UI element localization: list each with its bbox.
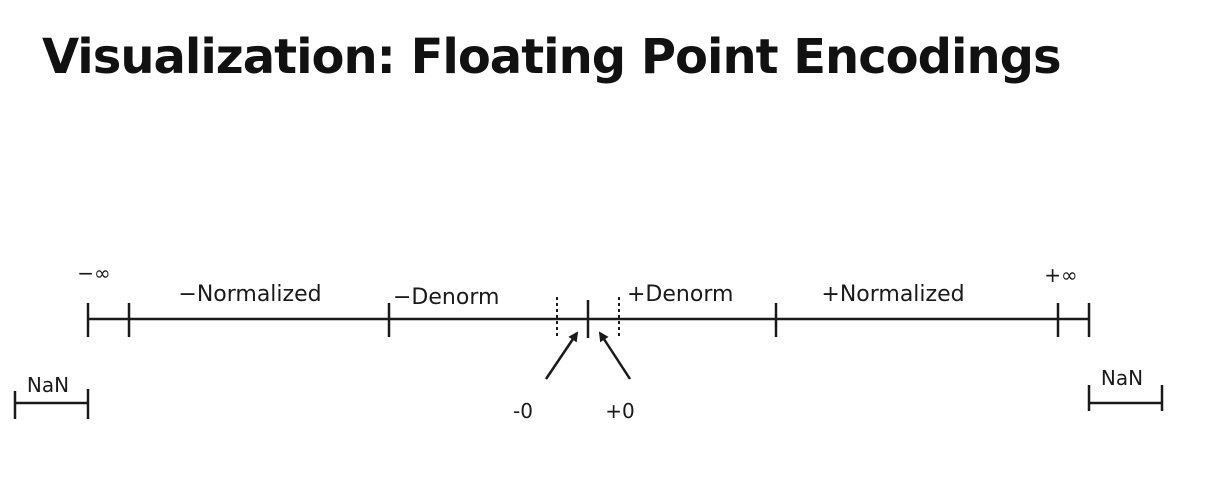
slide-title: Visualization: Floating Point Encodings	[42, 29, 1062, 85]
arrow-neg-zero	[544, 331, 579, 380]
label-pos-zero: +0	[605, 399, 634, 423]
arrow-pos-zero	[598, 331, 632, 380]
label-neg-denorm: −Denorm	[393, 285, 499, 310]
label-neg-zero: -0	[513, 399, 533, 423]
label-neg-infinity: −∞	[77, 261, 110, 285]
label-pos-infinity: +∞	[1044, 263, 1077, 287]
label-nan-left: NaN	[27, 373, 69, 397]
label-nan-right: NaN	[1101, 366, 1143, 390]
label-neg-normalized: −Normalized	[178, 282, 321, 307]
label-pos-normalized: +Normalized	[821, 282, 964, 307]
label-pos-denorm: +Denorm	[627, 282, 733, 307]
